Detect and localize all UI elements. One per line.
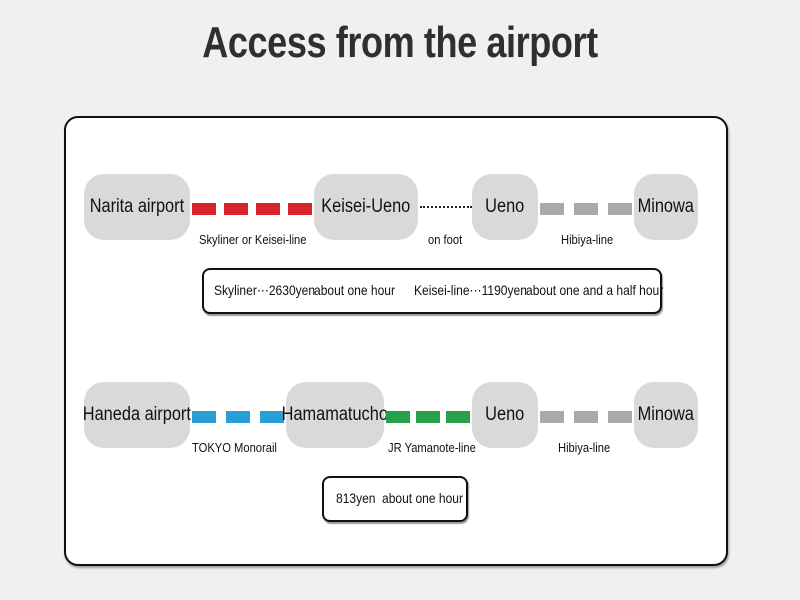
station-haneda-airport: Haneda airport — [83, 382, 191, 448]
line-label-on-foot: on foot — [428, 232, 463, 247]
haneda-time: about one hour — [382, 490, 464, 506]
hibiya-line — [540, 203, 632, 215]
line-label-yamanote: JR Yamanote-line — [388, 440, 476, 455]
haneda-fare: 813yen — [336, 490, 376, 506]
station-narita-airport: Narita airport — [84, 174, 190, 240]
keisei-time: about one and a half hour — [526, 282, 664, 298]
keisei-fare: Keisei-line⋯1190yen — [414, 282, 527, 298]
line-label-hibiya: Hibiya-line — [561, 232, 614, 247]
skyliner-fare: Skyliner⋯2630yen — [214, 282, 316, 298]
page-title: Access from the airport — [202, 18, 598, 67]
station-minowa-2: Minowa — [634, 382, 698, 448]
on-foot-path — [420, 206, 472, 208]
route-card: Narita airport Keisei-Ueno Ueno Minowa S… — [64, 116, 728, 566]
station-hamamatucho: Hamamatucho — [282, 382, 388, 448]
line-label-skyliner: Skyliner or Keisei-line — [199, 232, 307, 247]
narita-fare-box: Skyliner⋯2630yen about one hour Keisei-l… — [202, 268, 664, 314]
haneda-fare-box: 813yen about one hour — [322, 476, 468, 522]
skyliner-time: about one hour — [314, 282, 396, 298]
hibiya-line-2 — [540, 411, 632, 423]
yamanote-line — [386, 411, 470, 423]
station-keisei-ueno: Keisei-Ueno — [314, 174, 418, 240]
line-label-hibiya-2: Hibiya-line — [558, 440, 611, 455]
station-ueno: Ueno — [472, 174, 538, 240]
station-minowa: Minowa — [634, 174, 698, 240]
skyliner-line — [192, 203, 312, 215]
line-label-monorail: TOKYO Monorail — [192, 440, 277, 455]
monorail-line — [192, 411, 284, 423]
station-ueno-2: Ueno — [472, 382, 538, 448]
